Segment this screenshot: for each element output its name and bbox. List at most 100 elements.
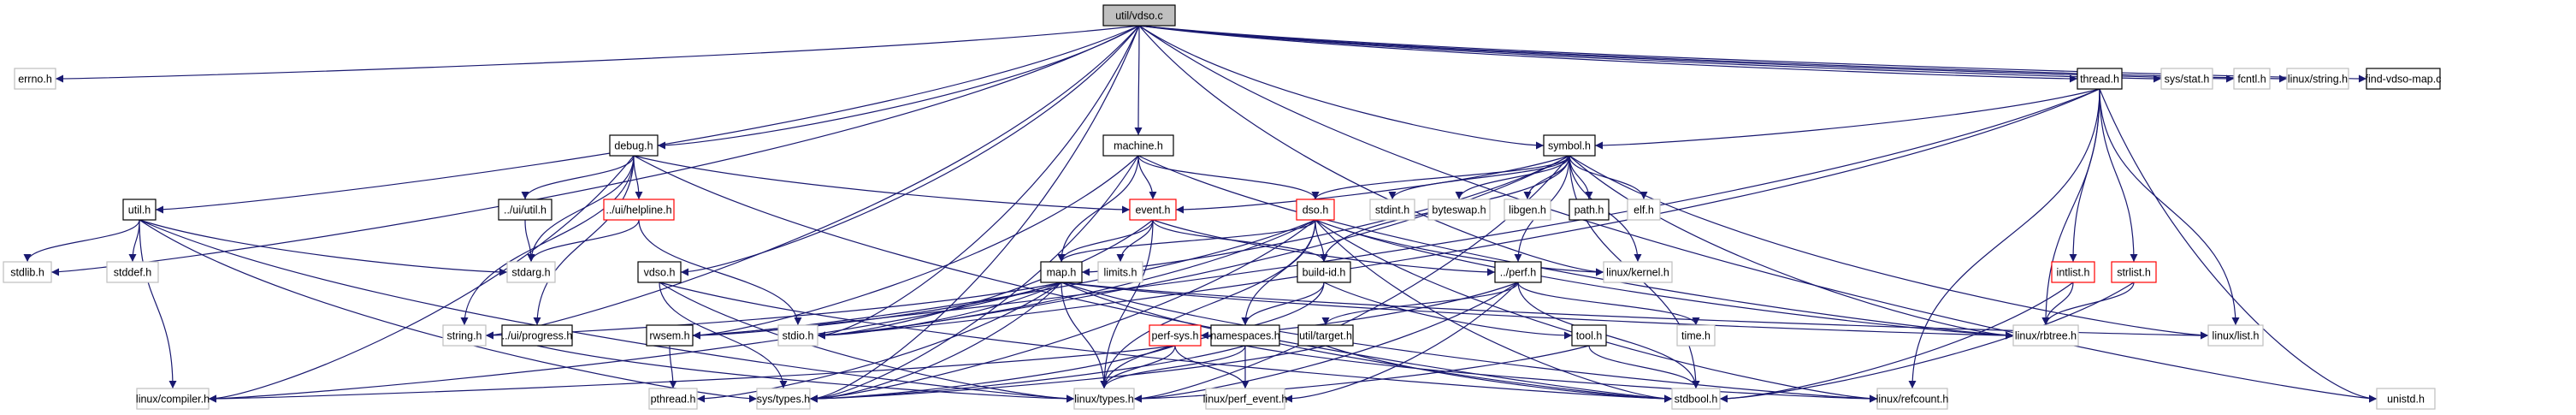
node-box [637, 261, 682, 283]
edge-vdso-h-to-linux-types-h [659, 282, 1075, 403]
node-strlist-h[interactable]: strlist.h [2111, 261, 2157, 283]
node-stdbool-h: stdbool.h [1671, 388, 1721, 410]
edge-machine-h-to-sys-types-h [809, 155, 1139, 403]
node-util-h[interactable]: util.h [122, 199, 157, 221]
node-tool-h[interactable]: tool.h [1571, 324, 1607, 347]
node-label: linux/refcount.h [1876, 394, 1949, 406]
node-box [1504, 199, 1551, 221]
edge-symbol-h-to-dso-h [1311, 155, 1570, 200]
edge-machine-h-to-rwsem-h [692, 155, 1139, 340]
node-box [2077, 68, 2123, 90]
node-rwsem-h[interactable]: rwsem.h [646, 324, 694, 347]
node-label: perf-sys.h [1152, 330, 1199, 342]
node-intlist-h[interactable]: intlist.h [2051, 261, 2095, 283]
node-stddef-h: stddef.h [106, 261, 159, 283]
edge-util-vdso-c-to-thread-h [1138, 25, 2078, 83]
node-ui-progress-h[interactable]: ../ui/progress.h [501, 324, 573, 347]
node-event-h[interactable]: event.h [1129, 199, 1177, 221]
node-util-vdso-c[interactable]: util/vdso.c [1102, 4, 1176, 27]
node-ui-util-h[interactable]: ../ui/util.h [498, 199, 552, 221]
node-util-target-h[interactable]: util/target.h [1297, 324, 1354, 347]
node-linux-kernel-h: linux/kernel.h [1603, 261, 1673, 283]
node-box [2376, 388, 2436, 410]
edge-strlist-h-to-linux-rbtree-h [2041, 282, 2135, 326]
edge-tool-h-to-stdbool-h [1588, 345, 1700, 389]
node-symbol-h[interactable]: symbol.h [1543, 134, 1596, 157]
node-label: stdio.h [783, 330, 814, 342]
node-box [1427, 199, 1491, 221]
edge-util-vdso-c-to-symbol-h [1138, 25, 1545, 150]
node-stdlib-h: stdlib.h [3, 261, 52, 283]
node-label: unistd.h [2387, 394, 2425, 406]
edge-thread-h-to-symbol-h [1594, 88, 2100, 150]
node-namespaces-h[interactable]: namespaces.h [1210, 324, 1280, 347]
node-debug-h[interactable]: debug.h [609, 134, 659, 157]
node-ui-helpline-h[interactable]: ../ui/helpline.h [603, 199, 675, 221]
node-label: map.h [1047, 267, 1077, 279]
edge-util-target-h-to-stdbool-h [1325, 345, 1673, 403]
node-map-h[interactable]: map.h [1040, 261, 1083, 283]
edge-debug-h-to-stdarg-h [527, 155, 635, 263]
edge-machine-h-to-event-h [1137, 155, 1157, 200]
edge-map-h-to-sys-types-h [809, 282, 1062, 403]
edge-debug-h-to-string-h [460, 155, 635, 326]
node-dso-h[interactable]: dso.h [1296, 199, 1335, 221]
node-box [1627, 199, 1661, 221]
node-label: linux/compiler.h [136, 394, 210, 406]
node-thread-h[interactable]: thread.h [2077, 68, 2123, 90]
edge-util-vdso-c-to-machine-h [1134, 25, 1143, 136]
edge-util-vdso-c-to-linux-string-h [1138, 25, 2288, 83]
node-box [603, 199, 675, 221]
node-box [1671, 388, 1721, 410]
edge-thread-h-to-unistd-h [2099, 88, 2378, 403]
node-label: linux/string.h [2288, 74, 2348, 86]
edge-thread-h-to-linux-list-h [2099, 88, 2240, 326]
edge-util-h-to-linux-types-h [139, 219, 1075, 403]
node-find-vdso-map-c[interactable]: find-vdso-map.c [2366, 68, 2442, 90]
node-box [756, 388, 811, 410]
edge-namespaces-h-to-linux-types-h [1100, 345, 1246, 389]
node-elf-h: elf.h [1627, 199, 1661, 221]
node-path-h[interactable]: path.h [1569, 199, 1610, 221]
node-box [1129, 199, 1177, 221]
node-machine-h[interactable]: machine.h [1102, 134, 1174, 157]
edge-map-h-to-rwsem-h [692, 282, 1062, 340]
node-perf-sys-h[interactable]: perf-sys.h [1149, 324, 1202, 347]
node-linux-list-h: linux/list.h [2207, 324, 2264, 347]
node-label: dso.h [1303, 205, 1329, 216]
node-label: symbol.h [1548, 140, 1591, 152]
node-box [1603, 261, 1673, 283]
node-box [136, 388, 210, 410]
node-build-id-h[interactable]: build-id.h [1297, 261, 1351, 283]
node-box [122, 199, 157, 221]
node-box [648, 388, 698, 410]
node-perf-h[interactable]: ../perf.h [1494, 261, 1542, 283]
edge-ui-helpline-h-to-stdio-h [638, 219, 802, 326]
node-sys-types-h: sys/types.h [756, 388, 811, 410]
edge-dso-h-to-linux-rbtree-h [1315, 219, 2014, 340]
node-label: util.h [128, 205, 151, 216]
node-unistd-h: unistd.h [2376, 388, 2436, 410]
node-label: ../perf.h [1500, 267, 1536, 279]
edge-dso-h-to-linux-types-h [1100, 219, 1316, 389]
node-label: machine.h [1114, 140, 1163, 152]
node-label: limits.h [1104, 267, 1137, 279]
node-box [1676, 324, 1716, 347]
node-linux-types-h: linux/types.h [1073, 388, 1135, 410]
edge-ui-helpline-h-to-stdarg-h [527, 219, 640, 263]
edge-util-vdso-c-to-errno-h [55, 25, 1140, 83]
node-limits-h: limits.h [1097, 261, 1143, 283]
node-label: intlist.h [2057, 267, 2090, 279]
edge-ui-progress-h-to-linux-types-h [536, 345, 1075, 403]
node-box [1040, 261, 1083, 283]
edge-event-h-to-build-id-h [1152, 219, 1328, 263]
node-box [1210, 324, 1280, 347]
edge-util-h-to-stdlib-h [23, 219, 140, 263]
node-box [1297, 261, 1351, 283]
node-vdso-h[interactable]: vdso.h [637, 261, 682, 283]
node-label: ../ui/helpline.h [606, 205, 671, 216]
edge-util-target-h-to-sys-types-h [809, 345, 1326, 403]
edge-dso-h-to-stdbool-h [1315, 219, 1673, 403]
edge-util-h-to-sys-types-h [139, 219, 758, 403]
